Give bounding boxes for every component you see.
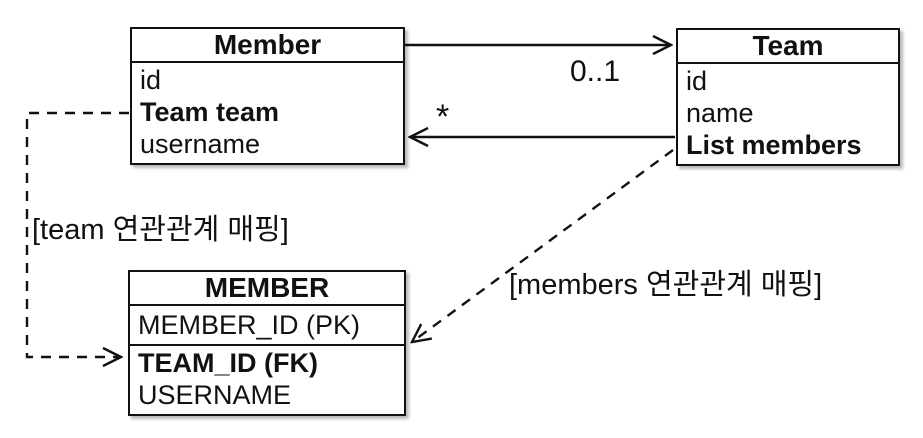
member-field-username: username — [140, 129, 261, 159]
team-field-members: List members — [686, 130, 862, 160]
multiplicity-many-label: * — [436, 98, 450, 136]
team-mapping-annotation: [team 연관관계 매핑] — [32, 214, 289, 246]
multiplicity-zero-or-one-label: 0..1 — [570, 55, 621, 88]
member-field-id: id — [140, 65, 162, 95]
member-table-title: MEMBER — [130, 272, 404, 306]
member-class-box: Member id Team team username — [130, 27, 405, 165]
members-field-mapping-dashed-line — [412, 149, 674, 342]
member-table-box: MEMBER MEMBER_ID (PK) TEAM_ID (FK) USERN… — [128, 270, 406, 416]
member-table-lower-compartment: TEAM_ID (FK) USERNAME — [130, 346, 404, 414]
team-class-fields: id name List members — [678, 64, 898, 164]
team-field-name: name — [686, 98, 754, 128]
team-class-box: Team id name List members — [676, 28, 900, 166]
member-table-col-member-id: MEMBER_ID (PK) — [130, 306, 404, 346]
members-mapping-annotation: [members 연관관계 매핑] — [509, 269, 823, 301]
team-field-id: id — [686, 66, 708, 96]
team-class-title: Team — [678, 30, 898, 64]
member-table-col-team-id: TEAM_ID (FK) — [138, 348, 318, 378]
member-class-fields: id Team team username — [132, 63, 403, 163]
member-field-team: Team team — [140, 97, 280, 127]
member-class-title: Member — [132, 29, 403, 63]
member-table-col-username: USERNAME — [138, 380, 292, 410]
